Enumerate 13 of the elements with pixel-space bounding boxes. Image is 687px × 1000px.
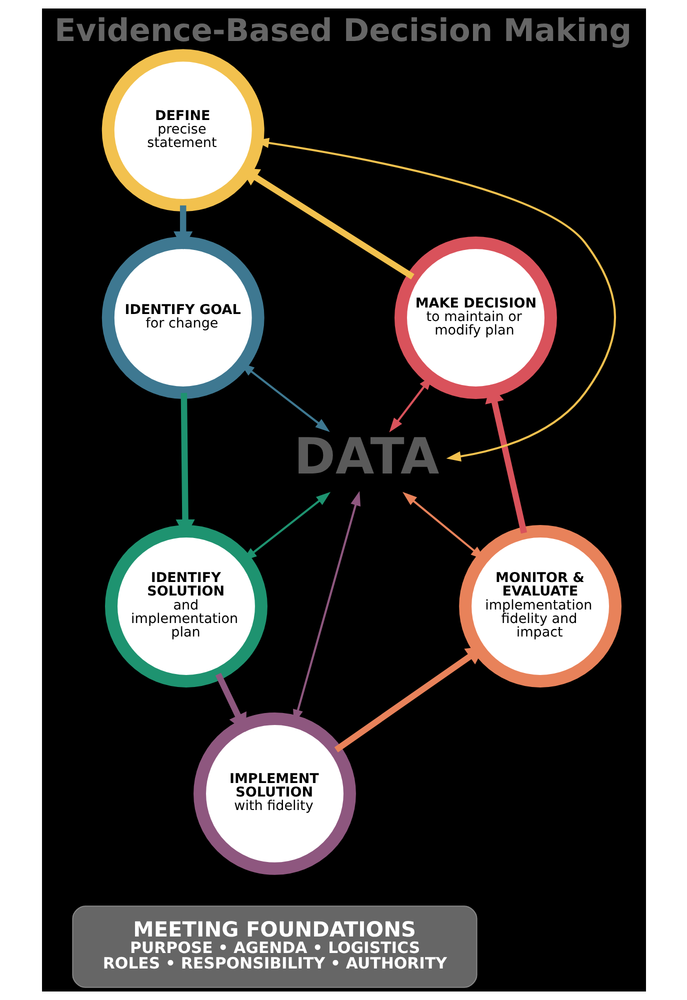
diagram-title: Evidence-Based Decision Making (54, 12, 632, 49)
node-circle: IDENTIFY SOLUTION and implementation plan (104, 525, 267, 688)
arrow (214, 672, 246, 732)
node-circle: IDENTIFY GOAL for change (101, 236, 264, 399)
arrow (240, 168, 414, 280)
node-circle: MONITOR & EVALUATE implementation fidelity and impact (458, 525, 622, 688)
node-box: MEETING FOUNDATIONS PURPOSE • AGENDA • LOGISTICS ROLES • RESPONSIBILITY • AUTHORITY (72, 906, 477, 988)
node-text: DATA (294, 427, 439, 486)
arrow (484, 384, 527, 534)
node-circle: MAKE DECISION to maintain or modify plan (394, 236, 556, 399)
arrow (334, 646, 484, 752)
arrow (173, 205, 192, 250)
node-circle: DEFINE precise statement (101, 49, 264, 212)
